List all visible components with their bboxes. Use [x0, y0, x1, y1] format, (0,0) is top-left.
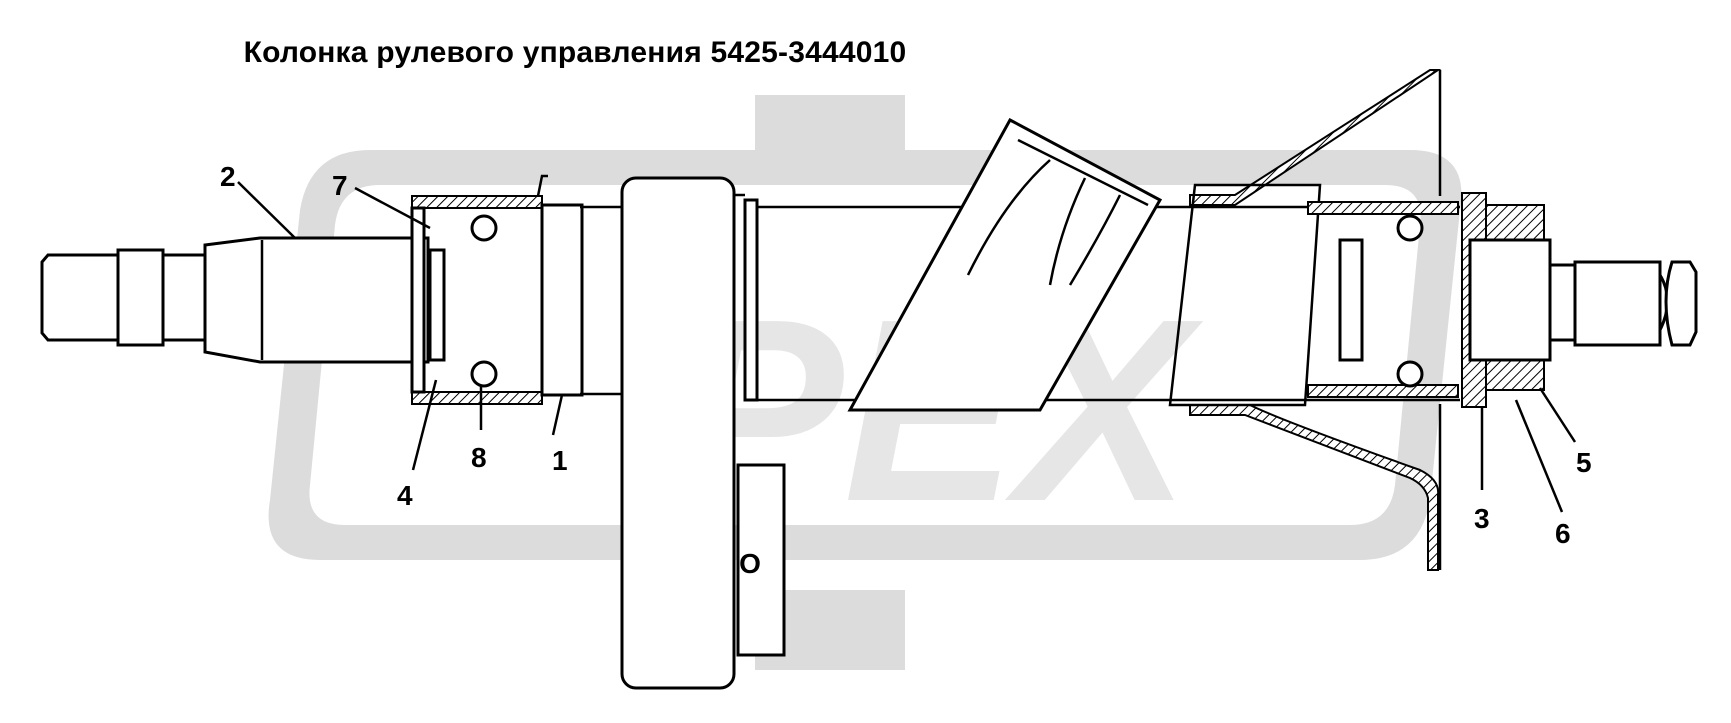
callout-2: 2 [220, 161, 236, 192]
callout-7: 7 [332, 170, 348, 201]
steering-lock [847, 117, 1163, 412]
left-shaft [40, 236, 430, 364]
diagram-title: Колонка рулевого управления 5425-3444010 [243, 36, 907, 69]
callout-8: 8 [471, 442, 487, 473]
callouts: 1 2 3 4 5 6 7 8 [220, 161, 1592, 549]
right-bearing-housing [1307, 192, 1552, 408]
left-bearing-housing [410, 174, 584, 405]
leader-lines [237, 181, 1577, 513]
callout-6: 6 [1555, 518, 1571, 549]
callout-5: 5 [1576, 447, 1592, 478]
callout-1: 1 [552, 445, 568, 476]
mounting-bracket [1168, 69, 1442, 571]
callout-3: 3 [1474, 503, 1490, 534]
switch-mark: O [739, 548, 761, 579]
right-shaft [1548, 260, 1698, 347]
switch-housing: O [620, 176, 786, 690]
callout-4: 4 [397, 480, 413, 511]
